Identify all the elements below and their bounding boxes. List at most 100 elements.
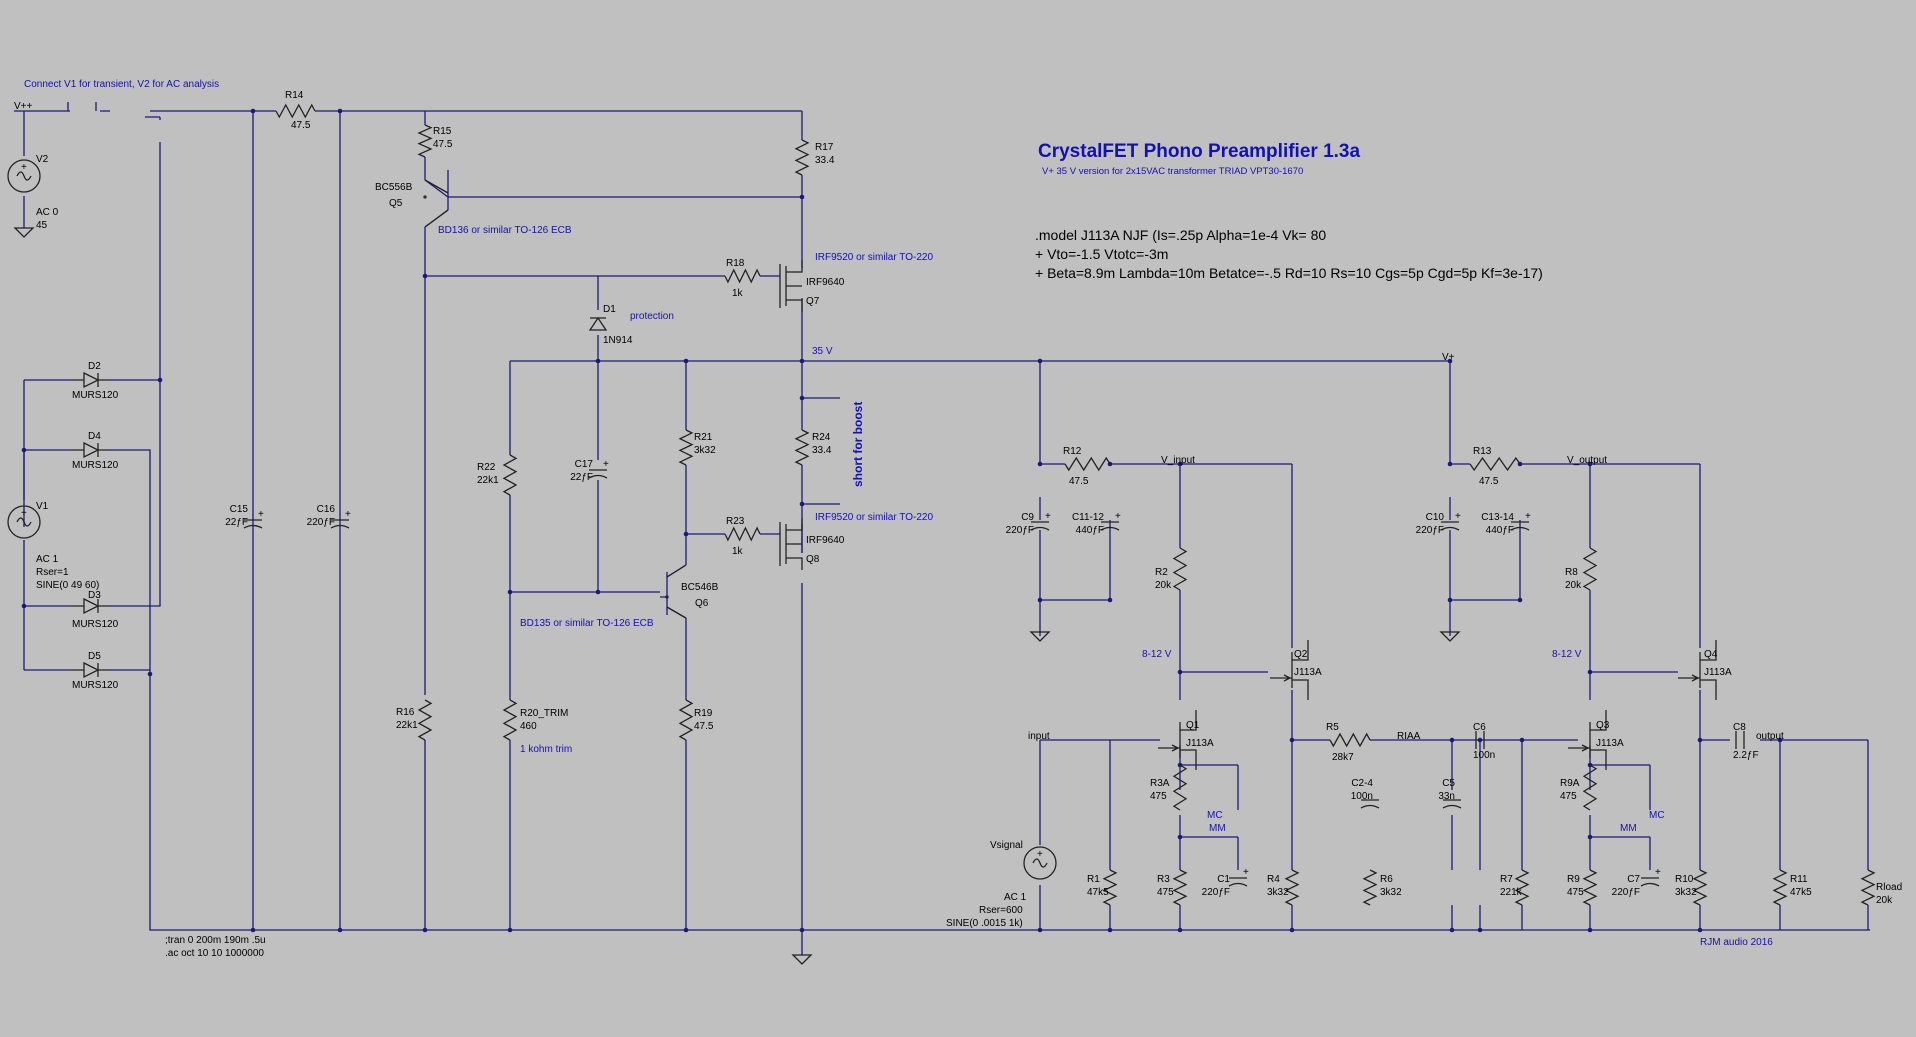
c7-plus: +	[1655, 867, 1661, 878]
v2-source-sine-icon	[16, 171, 32, 181]
q4-ref: Q4	[1704, 649, 1718, 660]
circuit-title: CrystalFET Phono Preamplifier 1.3a	[1038, 141, 1360, 162]
c6-value: 100n	[1473, 750, 1495, 761]
r5-body	[1329, 732, 1371, 748]
r17-value: 33.4	[815, 155, 835, 166]
r4-ref: R4	[1267, 874, 1280, 885]
r7-value: 221k	[1500, 887, 1523, 898]
rload-body	[1860, 869, 1876, 906]
r3-value: 475	[1157, 887, 1174, 898]
junction-dot	[1447, 461, 1453, 467]
v2-line-2: 45	[36, 220, 48, 231]
r3-ref: R3	[1157, 874, 1170, 885]
r12-value: 47.5	[1069, 476, 1089, 487]
r20-body	[502, 699, 518, 741]
net-v-input: V_input	[1161, 455, 1195, 466]
r18-ref: R18	[726, 258, 745, 269]
junction-dot	[1477, 927, 1483, 933]
r9-ref: R9	[1567, 874, 1580, 885]
c7-value: 220ƒF	[1612, 887, 1640, 898]
wire	[1039, 600, 1451, 636]
r11-body	[1772, 869, 1788, 906]
q4-model: J113A	[1704, 667, 1732, 678]
model-line-3: + Beta=8.9m Lambda=10m Betatce=-.5 Rd=10…	[1035, 265, 1543, 281]
c1-value: 220ƒF	[1202, 887, 1230, 898]
q2-ref: Q2	[1294, 649, 1308, 660]
r20-value: 460	[520, 721, 537, 732]
vsignal-source-plus: +	[1037, 849, 1043, 860]
r9a-ref: R9A	[1560, 778, 1580, 789]
r6-value: 3k32	[1380, 887, 1402, 898]
junction-dot	[683, 531, 689, 537]
c7-plates	[1640, 877, 1660, 887]
d4-ref: D4	[88, 431, 101, 442]
wire	[660, 534, 687, 930]
note-mm-2: MM	[1620, 823, 1637, 834]
note-connect: Connect V1 for transient, V2 for AC anal…	[24, 79, 219, 90]
junction-dot	[1037, 597, 1043, 603]
d5-symbol	[72, 661, 110, 679]
wire	[1699, 690, 1868, 930]
net-v-output: V_output	[1567, 455, 1607, 466]
q2-model: J113A	[1294, 667, 1322, 678]
c24-plates	[1360, 799, 1380, 809]
ground-c10	[1439, 631, 1461, 642]
junction-dot	[1037, 358, 1043, 364]
junction-dot	[337, 927, 343, 933]
r18-body	[724, 268, 761, 284]
r14-value: 47.5	[291, 120, 311, 131]
note-short-boost: short for boost	[851, 402, 865, 487]
c5-value: 33n	[1438, 791, 1455, 802]
r16-value: 22k1	[396, 720, 418, 731]
v2-source-circle	[7, 159, 41, 193]
r10-ref: R10	[1675, 874, 1694, 885]
r21-body	[678, 429, 694, 466]
r3-body	[1172, 869, 1188, 906]
c24-value: 100n	[1351, 791, 1373, 802]
r17-body	[794, 139, 810, 176]
r13-body	[1469, 456, 1521, 472]
r7-ref: R7	[1500, 874, 1513, 885]
junction-dot	[1447, 597, 1453, 603]
wire	[1449, 361, 1521, 601]
vsig-line-3: SINE(0 .0015 1k)	[946, 918, 1023, 929]
r8-ref: R8	[1565, 567, 1578, 578]
r22-body	[502, 454, 518, 496]
r12-ref: R12	[1063, 446, 1082, 457]
net-vpp: V++	[14, 101, 33, 112]
q3-symbol	[1568, 710, 1607, 770]
r6-ref: R6	[1380, 874, 1393, 885]
c8-value: 2.2ƒF	[1733, 750, 1759, 761]
r11-ref: R11	[1790, 874, 1808, 885]
ground-main	[791, 954, 813, 965]
v1-line-2: Rser=1	[36, 567, 69, 578]
r9-body	[1582, 869, 1598, 906]
r23-ref: R23	[726, 516, 745, 527]
d1-ref: D1	[603, 304, 616, 315]
junction-dot	[157, 377, 163, 383]
r22-ref: R22	[477, 462, 496, 473]
r23-body	[724, 526, 761, 542]
r10-value: 3k32	[1675, 887, 1697, 898]
vsignal-source-sine-icon	[1032, 858, 1048, 868]
r1-body	[1102, 869, 1118, 906]
d3-ref: D3	[88, 590, 101, 601]
wires	[14, 102, 1870, 955]
c13-ref: C13-14	[1481, 512, 1514, 523]
net-vplus: V+	[1442, 352, 1455, 363]
q7-symbol	[779, 260, 803, 312]
r15-body	[417, 124, 433, 158]
junction-dot	[1587, 461, 1593, 467]
note-bd136: BD136 or similar TO-126 ECB	[438, 225, 572, 236]
c6-ref: C6	[1473, 722, 1486, 733]
junction-dot	[507, 927, 513, 933]
d4-value: MURS120	[72, 460, 119, 471]
junction-dot	[1289, 927, 1295, 933]
q8-model: IRF9640	[806, 535, 845, 546]
annotations: CrystalFET Phono Preamplifier 1.3a V+ 35…	[14, 79, 1784, 959]
c9-value: 220ƒF	[1006, 525, 1034, 536]
wire	[1039, 739, 1160, 930]
junction-dot	[799, 501, 805, 507]
d4-symbol	[72, 441, 110, 459]
